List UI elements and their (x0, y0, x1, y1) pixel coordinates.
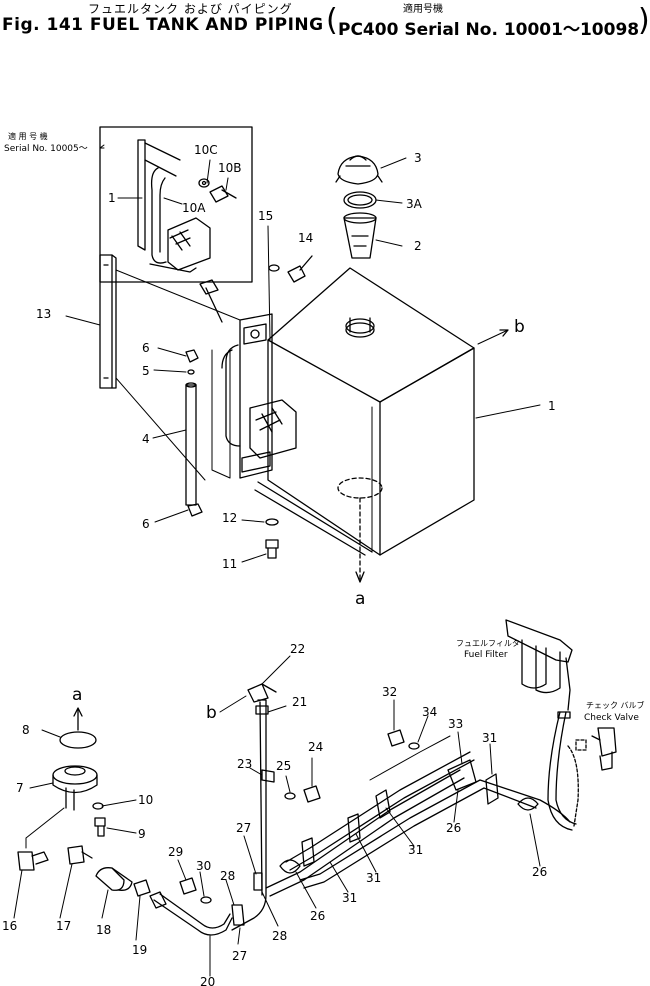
callout-31-d: 31 (482, 731, 497, 745)
component-labels: フュエルフィルタ Fuel Filter チェック バルブ Check Valv… (456, 639, 645, 723)
figure-title: Fig. 141 FUEL TANK AND PIPING (2, 15, 324, 35)
callout-3a: 3A (406, 197, 423, 211)
callout-10c: 10C (194, 143, 218, 157)
callout-2: 2 (414, 239, 422, 253)
callout-4: 4 (142, 432, 150, 446)
connector-b-pipe: b (206, 703, 217, 723)
callout-20: 20 (200, 975, 215, 986)
drain-bolt (241, 518, 279, 563)
callout-23: 23 (237, 757, 252, 771)
inset-japanese: 適 用 号 機 (8, 131, 48, 141)
open-paren: ( (326, 3, 338, 38)
callout-8: 8 (22, 723, 30, 737)
connector-labels: b a a b (72, 317, 525, 723)
callout-16: 16 (2, 919, 17, 933)
bracket-13 (65, 254, 117, 389)
callout-6-bottom: 6 (142, 517, 150, 531)
callout-34: 34 (422, 705, 437, 719)
callout-1-inset: 1 (108, 191, 116, 205)
connector-b-tank: b (514, 317, 525, 337)
fuel-filter-japanese: フュエルフィルタ (456, 639, 520, 648)
callout-27-upper: 27 (236, 821, 251, 835)
header-japanese-applicable: 適用号機 (403, 4, 443, 15)
callout-5: 5 (142, 364, 150, 378)
callout-19: 19 (132, 943, 147, 957)
callout-26-middle: 26 (446, 821, 461, 835)
callout-labels: 1 2 3 3A 4 5 6 6 7 8 9 10 10A 10B 10C 11… (2, 143, 556, 986)
callout-13: 13 (36, 307, 51, 321)
header-japanese-title: フュエルタンク および パイピング (88, 2, 293, 16)
callout-6-top: 6 (142, 341, 150, 355)
check-valve-label: Check Valve (584, 713, 639, 723)
callout-10b: 10B (218, 161, 242, 175)
callout-26-left: 26 (310, 909, 325, 923)
callout-15: 15 (258, 209, 273, 223)
tank-bracket (199, 225, 313, 479)
callout-17: 17 (56, 919, 71, 933)
callout-30: 30 (196, 859, 211, 873)
callout-31-a: 31 (342, 891, 357, 905)
check-valve-japanese: チェック バルブ (586, 700, 645, 710)
callout-29: 29 (168, 845, 183, 859)
pipe-4 (152, 347, 203, 523)
callout-33: 33 (448, 717, 463, 731)
callout-10: 10 (138, 793, 153, 807)
callout-3: 3 (414, 151, 422, 165)
inset-labels: 適 用 号 機 Serial No. 10005～ (4, 131, 88, 154)
callout-11: 11 (222, 557, 237, 571)
model-serial: PC400 Serial No. 10001～10098 (338, 20, 640, 40)
callout-24: 24 (308, 740, 323, 754)
callout-28-lower: 28 (272, 929, 287, 943)
close-paren: ) (638, 3, 650, 38)
callout-12: 12 (222, 511, 237, 525)
callout-31-b: 31 (366, 871, 381, 885)
callout-25: 25 (276, 759, 291, 773)
fuel-tank (254, 267, 541, 583)
callout-9: 9 (138, 827, 146, 841)
callout-14: 14 (298, 231, 313, 245)
filler-cap-assembly (335, 155, 407, 259)
callout-21: 21 (292, 695, 307, 709)
fuel-piping (13, 619, 617, 977)
callout-28-upper: 28 (220, 869, 235, 883)
callout-1: 1 (548, 399, 556, 413)
inset-detail (99, 126, 253, 283)
callout-7: 7 (16, 781, 24, 795)
fuel-filter-label: Fuel Filter (464, 650, 508, 660)
callout-18: 18 (96, 923, 111, 937)
connector-a-pipe: a (72, 685, 82, 705)
inset-serial: Serial No. 10005～ (4, 144, 88, 154)
callout-27-lower: 27 (232, 949, 247, 963)
callout-32: 32 (382, 685, 397, 699)
callout-22: 22 (290, 642, 305, 656)
callout-10a: 10A (182, 201, 206, 215)
connector-a-tank: a (355, 589, 365, 609)
callout-31-c: 31 (408, 843, 423, 857)
callout-26-right: 26 (532, 865, 547, 879)
